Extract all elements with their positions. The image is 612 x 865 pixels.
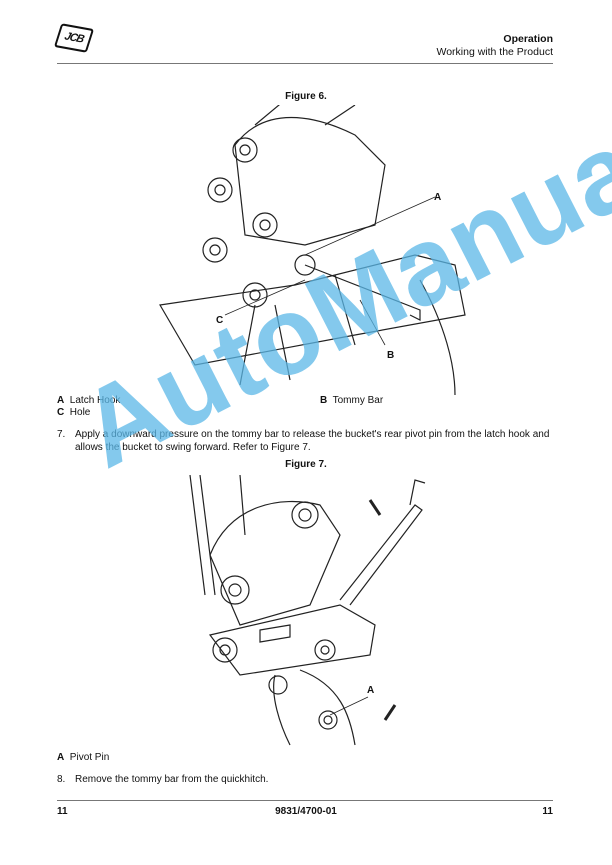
legend-item-pivot-pin: A Pivot Pin — [57, 752, 110, 763]
callout-c: C — [216, 315, 224, 326]
legend-item-c: C Hole — [57, 407, 91, 418]
legend-item-a: A Latch Hook — [57, 395, 121, 406]
jcb-logo: JCB — [53, 23, 95, 53]
footer-page-left: 11 — [57, 806, 68, 817]
callout-a-fig7: A — [367, 685, 375, 696]
figure7-illustration — [189, 475, 426, 746]
figure7-caption: Figure 7. — [285, 459, 327, 470]
header-rule — [57, 63, 553, 64]
legend-item-b: B Tommy Bar — [320, 395, 384, 406]
subsection-title: Working with the Product — [436, 46, 553, 58]
step-7: 7.Apply a downward pressure on the tommy… — [57, 429, 550, 453]
figure6-caption: Figure 6. — [285, 91, 327, 102]
footer-rule — [57, 800, 553, 801]
callout-a: A — [434, 192, 442, 203]
step-8: 8.Remove the tommy bar from the quickhit… — [57, 774, 269, 785]
callout-b: B — [387, 350, 395, 361]
section-title: Operation — [503, 33, 553, 45]
footer-page-right: 11 — [542, 806, 553, 817]
footer-doc-number: 9831/4700-01 — [275, 806, 337, 817]
figure6-illustration — [159, 105, 466, 395]
